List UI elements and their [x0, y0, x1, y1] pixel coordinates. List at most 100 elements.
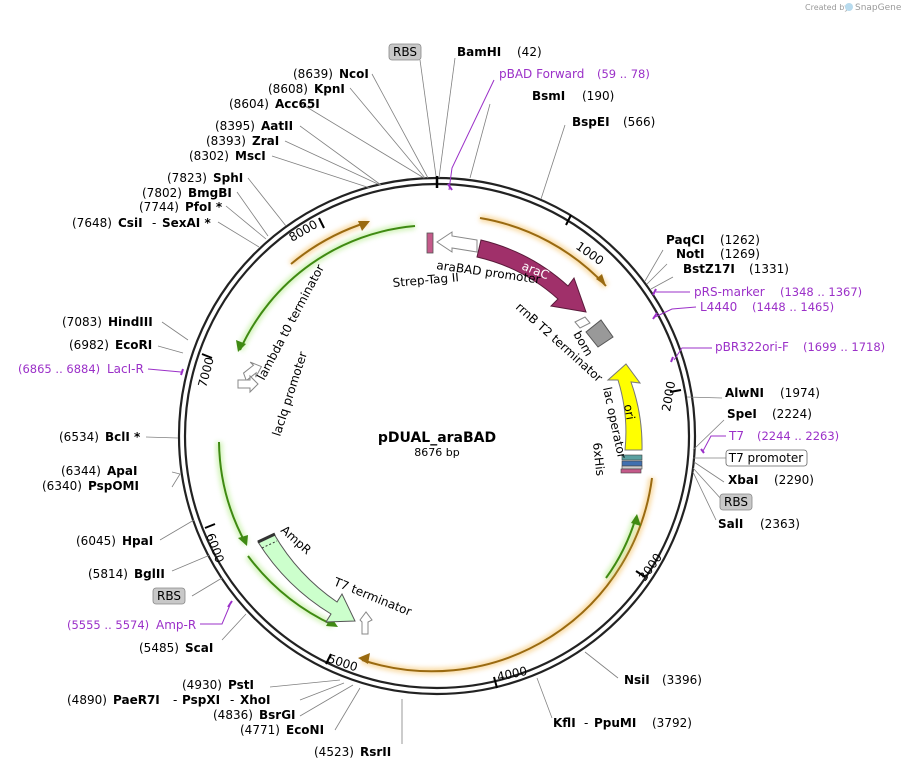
bsmi-name: BsmI	[532, 89, 565, 103]
noti-pos: (1269)	[720, 247, 760, 261]
amp-r-range: (5555 .. 5574)	[67, 618, 149, 632]
lambda-t0-terminator-arrow[interactable]	[241, 359, 264, 382]
bspei-pos: (566)	[623, 115, 655, 129]
nsii-name: NsiI	[624, 673, 650, 687]
scai-pos: (5485)	[139, 641, 179, 655]
tick-label-2000: 2000	[659, 380, 678, 413]
ncoi-name: NcoI	[339, 67, 369, 81]
pfoi-pos: (7744)	[139, 200, 179, 214]
plasmid-name: pDUAL_araBAD	[378, 430, 496, 446]
sphi-pos: (7823)	[167, 171, 207, 185]
bom-feature[interactable]	[585, 319, 614, 348]
lac-operator-feature[interactable]	[621, 454, 643, 461]
t7-promoter-feature[interactable]	[621, 460, 643, 467]
acc65i-pos: (8604)	[229, 97, 269, 111]
ampr-feature-arrow[interactable]	[257, 533, 356, 623]
l4440-range: (1448 .. 1465)	[752, 300, 834, 314]
paer7i-sep: -	[173, 693, 177, 707]
laci-r-range: (6865 .. 6884)	[18, 362, 100, 376]
l4440-name: L4440	[700, 300, 737, 314]
rbs-right-label: RBS	[724, 495, 748, 509]
tick-marks	[201, 214, 682, 689]
sali-pos: (2363)	[760, 517, 800, 531]
alwni-pos: (1974)	[780, 386, 820, 400]
bsrgi-name: BsrGI	[259, 708, 296, 722]
t7-promoter-box	[725, 449, 808, 467]
rbs-left-label: RBS	[157, 589, 181, 603]
tick-label-7000: 7000	[195, 356, 216, 389]
spei-pos: (2224)	[772, 407, 812, 421]
ppumi-name: PpuMI	[594, 716, 636, 730]
tick-label-4000: 4000	[496, 664, 529, 684]
bcli-name: BclI *	[105, 430, 141, 444]
msci-name: MscI	[235, 149, 266, 163]
rrnb-terminator-arrow[interactable]	[574, 316, 591, 329]
bstz17i-name: BstZ17I	[683, 262, 735, 276]
primer-leader-lines	[147, 79, 726, 625]
acc65i-name: Acc65I	[275, 97, 320, 111]
top-label-group: RBS BamHI (42) pBAD Forward (59 .. 78) B…	[388, 43, 655, 129]
econi-name: EcoNI	[286, 723, 324, 737]
pbr322ori-f-name: pBR322ori-F	[715, 340, 789, 354]
t7-primer-name: T7	[728, 429, 744, 443]
spei-name: SpeI	[727, 407, 757, 421]
orf-arcs-green	[215, 222, 641, 629]
xhoi-name: XhoI	[240, 693, 271, 707]
bmgbi-name: BmgBI	[188, 186, 232, 200]
bamhi-pos: (42)	[517, 45, 542, 59]
zrai-pos: (8393)	[206, 134, 246, 148]
created-by-text: Created by	[805, 3, 849, 12]
ori-feature-arrow[interactable]	[606, 363, 643, 451]
bsmi-pos: (190)	[582, 89, 614, 103]
bcli-pos: (6534)	[59, 430, 99, 444]
pspxi-name: PspXI	[182, 693, 220, 707]
hindiii-name: HindIII	[108, 315, 153, 329]
laciq-promoter-arrow[interactable]	[237, 374, 259, 394]
t7-terminator-arrow[interactable]	[359, 611, 373, 635]
ori-label: ori	[621, 403, 637, 421]
kfli-sep: -	[584, 716, 588, 730]
noti-name: NotI	[676, 247, 705, 261]
kfli-pos: (3792)	[652, 716, 692, 730]
prs-marker-range: (1348 .. 1367)	[780, 285, 862, 299]
econi-pos: (4771)	[240, 723, 280, 737]
snapgene-logo-icon	[845, 3, 853, 11]
pspomi-name: PspOMI	[88, 479, 139, 493]
pfoi-name: PfoI *	[185, 200, 223, 214]
bamhi-name: BamHI	[457, 45, 501, 59]
snapgene-brand: SnapGene	[855, 3, 902, 13]
msci-pos: (8302)	[189, 149, 229, 163]
sixhis-feature[interactable]	[620, 468, 642, 474]
alwni-name: AlwNI	[725, 386, 764, 400]
rbs-feature[interactable]	[621, 465, 643, 470]
csii-pos: (7648)	[72, 216, 112, 230]
bsrgi-pos: (4836)	[213, 708, 253, 722]
tick-label-6000: 6000	[203, 531, 227, 564]
paqci-pos: (1262)	[720, 233, 760, 247]
xbai-pos: (2290)	[774, 473, 814, 487]
ncoi-pos: (8639)	[293, 67, 333, 81]
bmgbi-pos: (7802)	[142, 186, 182, 200]
nsii-pos: (3396)	[662, 673, 702, 687]
kpni-name: KpnI	[314, 82, 345, 96]
leader-lines	[145, 57, 726, 744]
ampr-promoter-mark	[257, 532, 276, 544]
paer7i-pos: (4890)	[67, 693, 107, 707]
arac-feature-arrow[interactable]	[476, 239, 587, 313]
pspomi-pos: (6340)	[42, 479, 82, 493]
bglii-name: BglII	[134, 567, 165, 581]
kfli-name: KflI	[553, 716, 576, 730]
apai-name: ApaI	[107, 464, 137, 478]
t7-promoter-label: T7 promoter	[728, 451, 804, 465]
scai-name: ScaI	[185, 641, 213, 655]
sexai-name: SexAI *	[162, 216, 211, 230]
kpni-pos: (8608)	[268, 82, 308, 96]
right-label-group: PaqCI (1262) NotI (1269) BstZ17I (1331) …	[666, 233, 885, 531]
strep-tag-feature[interactable]	[426, 232, 434, 254]
strep-tag-label: Strep-Tag II	[392, 270, 459, 290]
arabad-promoter-arrow[interactable]	[436, 231, 478, 253]
rbs-top-box	[388, 43, 422, 61]
hindiii-pos: (7083)	[62, 315, 102, 329]
